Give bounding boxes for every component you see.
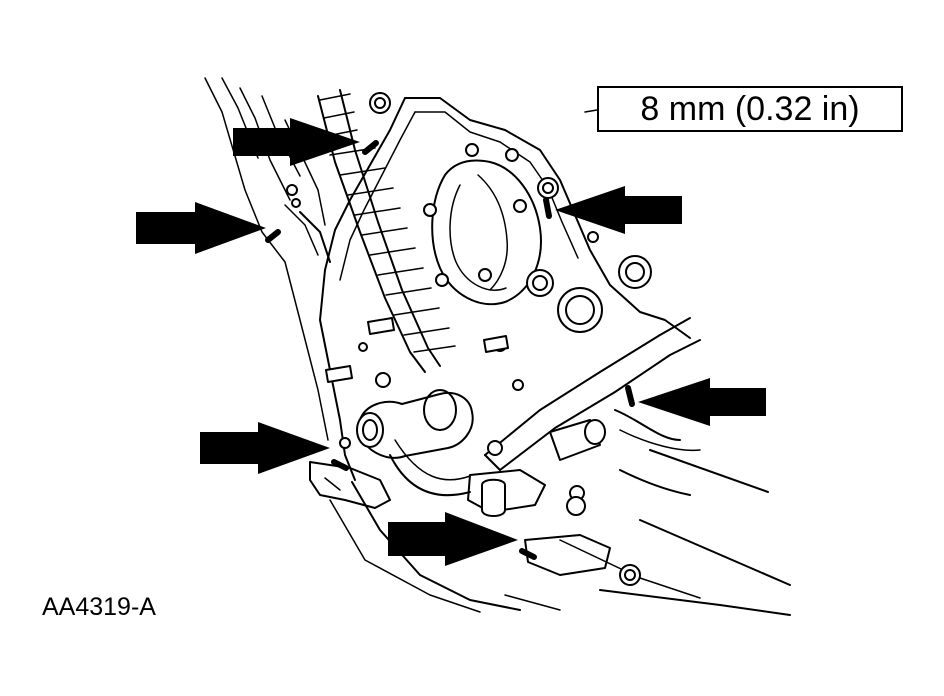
dimension-callout: 8 mm (0.32 in) (597, 86, 903, 132)
bracket-arm (481, 317, 701, 517)
arrow-top-left (233, 118, 360, 166)
lower-flange (309, 461, 611, 576)
bolt-bosses (286, 92, 652, 586)
engine-block-outline (204, 77, 791, 616)
dimension-label: 8 mm (0.32 in) (640, 89, 860, 128)
sealant-beads (265, 140, 635, 560)
arrow-bottom (388, 512, 518, 566)
arrow-right-upper (555, 186, 682, 234)
crankshaft-seal-boss (356, 389, 474, 497)
studs (325, 317, 509, 383)
callout-leader (584, 109, 598, 113)
arrow-left-upper (136, 202, 266, 254)
figure-id-label: AA4319-A (42, 593, 156, 621)
arrow-right-lower (638, 378, 766, 426)
water-pump-opening (423, 143, 542, 306)
arrow-left-lower (200, 422, 330, 474)
